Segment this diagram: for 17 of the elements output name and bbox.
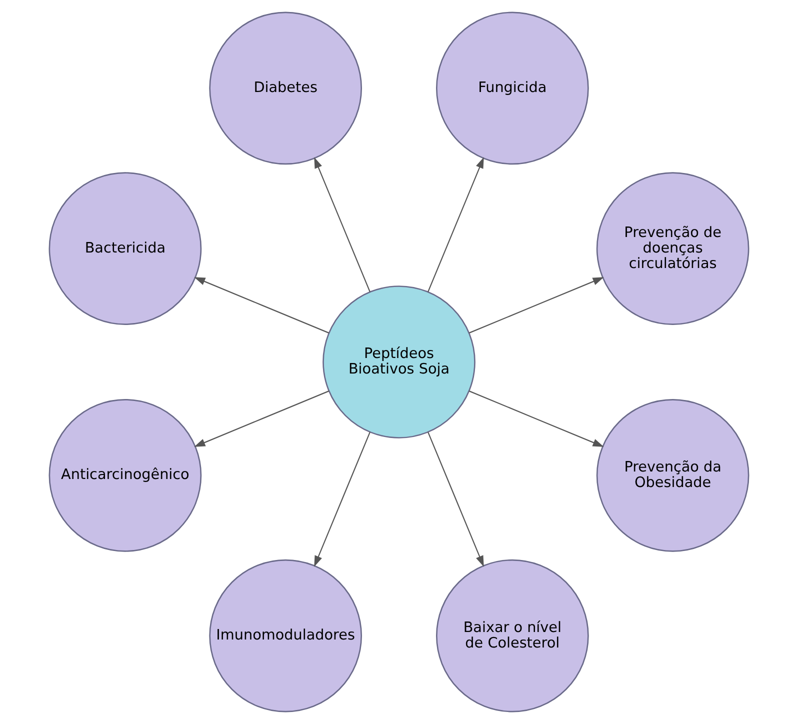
node-circle: Baixar o nível de Colesterol	[436, 559, 588, 712]
arrow	[427, 432, 484, 567]
node-circle: Diabetes	[208, 12, 362, 165]
arrow	[314, 432, 370, 567]
arrow	[194, 390, 329, 447]
node-circle: Imunomoduladores	[208, 559, 362, 712]
node-circle: Prevenção de doenças circulatórias	[596, 172, 749, 325]
node-circle: Peptídeos Bioativos Soja	[322, 286, 475, 438]
node-circle: Bactericida	[48, 172, 202, 325]
arrow	[468, 390, 604, 447]
node-circle: Anticarcinogênico	[48, 399, 202, 552]
node-circle: Prevenção da Obesidade	[596, 399, 749, 552]
node-circle: Fungicida	[436, 12, 588, 165]
arrow	[427, 157, 484, 292]
arrow	[314, 157, 370, 292]
arrow	[468, 277, 604, 334]
arrow	[194, 277, 329, 334]
